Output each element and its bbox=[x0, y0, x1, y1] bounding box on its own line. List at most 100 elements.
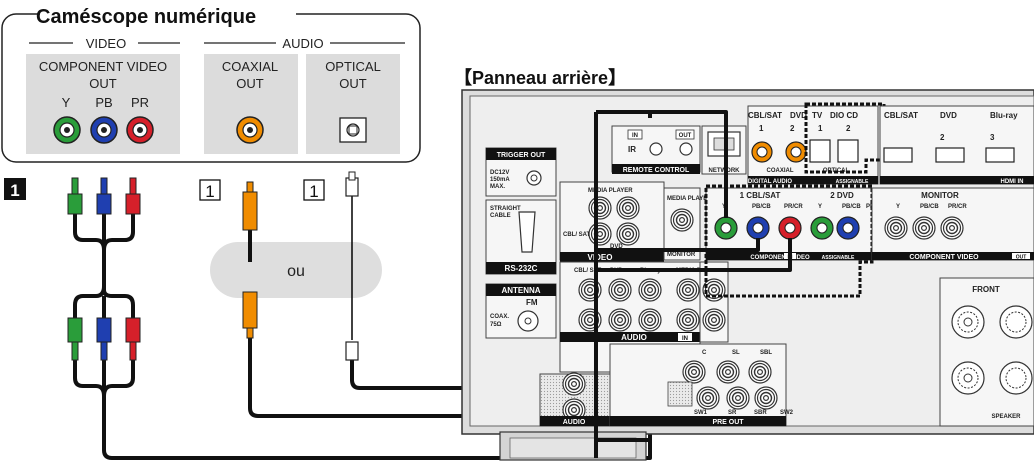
video-label: VIDEO bbox=[588, 253, 613, 262]
marker-outline-optical: 1 bbox=[309, 182, 318, 201]
front-label: FRONT bbox=[972, 285, 1000, 294]
receiver-coaxial-in-1 bbox=[751, 141, 773, 163]
optical-out-label: OUT bbox=[339, 76, 367, 91]
pre-out-sl: SL bbox=[732, 350, 740, 356]
ir-label: IR bbox=[628, 145, 636, 154]
audio-out-label: AUDIO bbox=[563, 419, 586, 426]
marker-filled: 1 bbox=[10, 181, 19, 200]
hdmi-in-label: HDMI IN bbox=[1001, 179, 1024, 185]
rca-plugs-top bbox=[67, 177, 141, 215]
fm-label: FM bbox=[526, 298, 538, 307]
digital-2: 2 bbox=[790, 124, 795, 133]
pre-out-sw2: SW2 bbox=[780, 410, 794, 416]
coaxial-label: COAXIAL bbox=[222, 59, 278, 74]
camcorder-panel: Caméscope numérique VIDEO AUDIO COMPONEN… bbox=[1, 4, 421, 163]
component-cable-into-receiver bbox=[594, 110, 792, 458]
hdmi-cbl-sat: CBL/SAT bbox=[884, 111, 918, 120]
jack-pr bbox=[126, 116, 154, 144]
trigger-spec1: DC12V bbox=[490, 170, 509, 176]
coaxial-panel-label: COAXIAL bbox=[767, 168, 794, 174]
audio-group-label: AUDIO bbox=[282, 36, 323, 51]
video-cbl-sat: CBL/ SAT bbox=[563, 232, 591, 238]
digital-1: 1 bbox=[759, 124, 764, 133]
audio-in-badge: IN bbox=[682, 336, 688, 342]
monitor-label-short: MONITOR bbox=[667, 252, 696, 258]
receiver-component-2-y bbox=[810, 216, 834, 240]
coax-label1: COAX. bbox=[490, 314, 509, 320]
trigger-out-label: TRIGGER OUT bbox=[497, 152, 546, 159]
receiver-component-y bbox=[714, 216, 738, 240]
receiver-coaxial-in-2 bbox=[785, 141, 807, 163]
component-1-label: 1 CBL/SAT bbox=[740, 191, 781, 200]
straight-label2: CABLE bbox=[490, 213, 511, 219]
component-video-cable bbox=[73, 110, 652, 460]
hdmi-bluray: Blu-ray bbox=[990, 111, 1018, 120]
component-1-pr: PR/CR bbox=[784, 204, 803, 210]
component-1-pb: PB/CB bbox=[752, 204, 771, 210]
rear-panel: TRIGGER OUT DC12V 150mA MAX. STRAIGHT CA… bbox=[461, 89, 1034, 461]
pre-out-c: C bbox=[702, 350, 707, 356]
coax-label2: 75Ω bbox=[490, 322, 502, 328]
jack-optical bbox=[339, 117, 367, 143]
straight-label1: STRAIGHT bbox=[490, 206, 521, 212]
component-2-pb: PB/CB bbox=[842, 204, 861, 210]
or-label: ou bbox=[287, 263, 305, 280]
pre-out-sbr: SBR bbox=[754, 410, 767, 416]
component-2-y: Y bbox=[818, 204, 822, 210]
digital-cbl-sat: CBL/SAT bbox=[748, 111, 782, 120]
component-assignable: ASSIGNABLE bbox=[822, 255, 855, 261]
pb-label: PB bbox=[95, 95, 112, 110]
monitor-y: Y bbox=[896, 204, 900, 210]
hdmi-2: 2 bbox=[940, 133, 945, 142]
component-label: COMPONENT VIDEO bbox=[750, 255, 810, 261]
component-2-label: 2 DVD bbox=[830, 191, 854, 200]
trigger-spec2: 150mA bbox=[490, 177, 510, 183]
monitor-pb: PB/CB bbox=[920, 204, 939, 210]
receiver-component-2-pb bbox=[836, 216, 860, 240]
marker-outline-coaxial: 1 bbox=[205, 182, 214, 201]
pre-out-sr: SR bbox=[728, 410, 737, 416]
ir-out-label: OUT bbox=[679, 133, 692, 139]
jack-pb bbox=[90, 116, 118, 144]
receiver-component-pr bbox=[778, 216, 802, 240]
camcorder-title: Caméscope numérique bbox=[36, 6, 256, 28]
digital-audio-cd: DIO CD bbox=[830, 111, 858, 120]
assignable-label: ASSIGNABLE bbox=[836, 179, 869, 185]
optical-2: 2 bbox=[846, 124, 851, 133]
or-bubble: ou bbox=[210, 242, 382, 298]
hdmi-3: 3 bbox=[990, 133, 995, 142]
digital-audio-label: DIGITAL AUDIO bbox=[748, 179, 793, 185]
optical-label: OPTICAL bbox=[325, 59, 381, 74]
video-group-label: VIDEO bbox=[86, 36, 126, 51]
optical-1: 1 bbox=[818, 124, 823, 133]
rca-plugs-bottom bbox=[67, 317, 141, 361]
pre-out-sw1: SW1 bbox=[694, 410, 708, 416]
cable-markers: 1 1 1 bbox=[4, 178, 325, 201]
ir-in-label: IN bbox=[632, 133, 638, 139]
coaxial-out-label: OUT bbox=[236, 76, 264, 91]
monitor-pr: PR/CR bbox=[948, 204, 967, 210]
media-player-label: MEDIA PLAYER bbox=[588, 188, 633, 194]
media-player-label-2: MEDIA PLAYER bbox=[667, 196, 712, 202]
digital-dvd: DVD bbox=[790, 111, 807, 120]
audio-cbl-sat: CBL/ SAT bbox=[574, 268, 602, 274]
y-label: Y bbox=[62, 95, 71, 110]
component-out-badge: OUT bbox=[1016, 255, 1027, 261]
component-out-label: OUT bbox=[89, 76, 117, 91]
pr-label: PR bbox=[131, 95, 149, 110]
pre-out-sbl: SBL bbox=[760, 350, 772, 356]
rs232c-label: RS-232C bbox=[505, 264, 538, 273]
jack-y bbox=[53, 116, 81, 144]
component-video-label: COMPONENT VIDEO bbox=[39, 59, 167, 74]
video-dvd: DVD bbox=[610, 244, 623, 250]
component-video-out-label: COMPONENT VIDEO bbox=[909, 254, 979, 261]
rear-panel-title: 【Panneau arrière】 bbox=[454, 68, 626, 88]
speaker-label: SPEAKER bbox=[991, 414, 1021, 420]
audio-in-label: AUDIO bbox=[621, 333, 647, 342]
trigger-spec3: MAX. bbox=[490, 184, 505, 190]
remote-control-label: REMOTE CONTROL bbox=[623, 167, 690, 174]
receiver-component-pb bbox=[746, 216, 770, 240]
hdmi-dvd: DVD bbox=[940, 111, 957, 120]
monitor-label: MONITOR bbox=[921, 191, 959, 200]
